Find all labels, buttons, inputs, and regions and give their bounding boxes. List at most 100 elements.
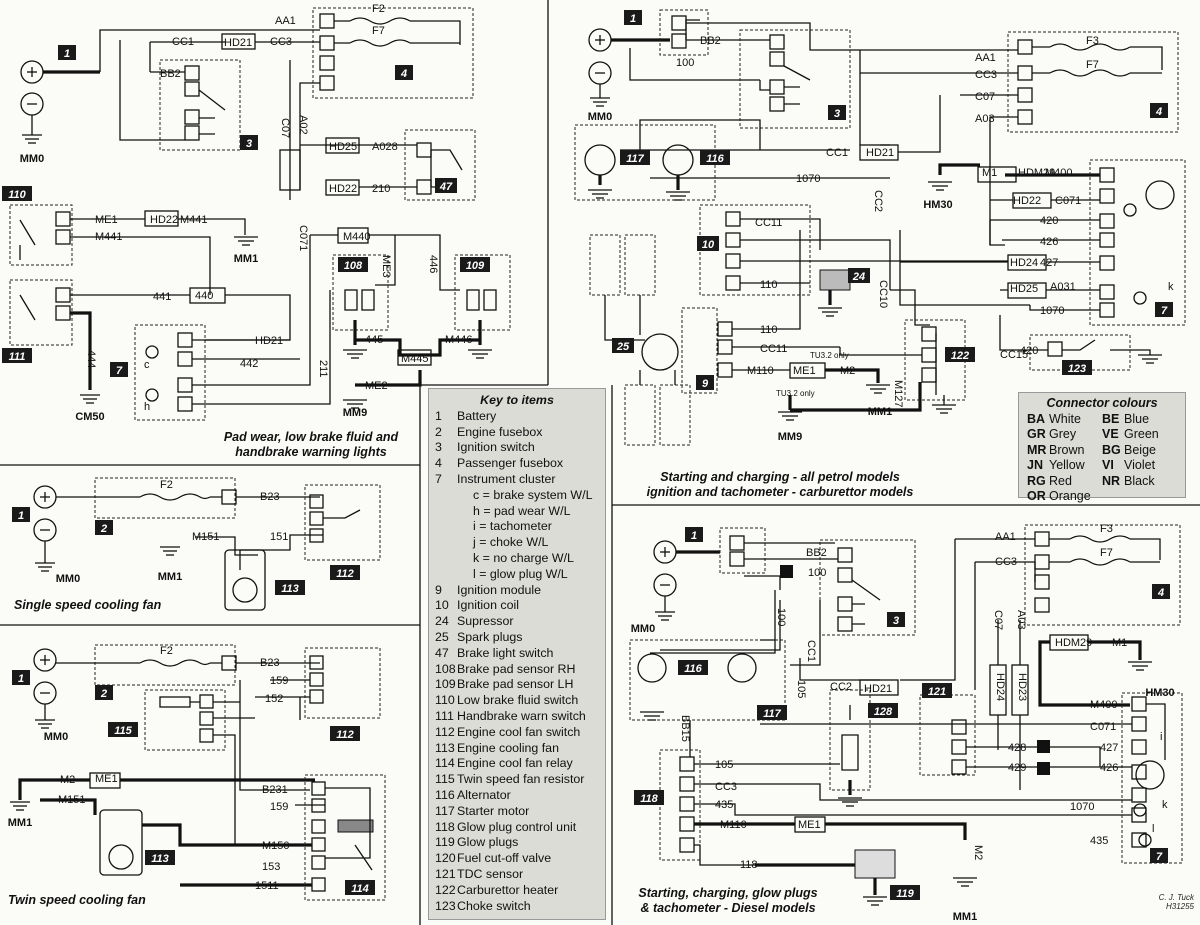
key-item: 121TDC sensor (435, 867, 599, 883)
wire-label: CC3 (715, 781, 737, 793)
wire-label: A03 (975, 113, 995, 125)
item-badge: 1 (18, 673, 24, 685)
warning-lamp-label: l (1152, 823, 1154, 835)
connector-pin (177, 332, 193, 348)
colour-name: Black (1124, 473, 1155, 488)
diesel-diagram (629, 524, 1183, 906)
connector-pin (55, 211, 71, 227)
wire-label: 1070 (1070, 801, 1094, 813)
item-badge: 108 (344, 260, 363, 272)
item-badge: 9 (702, 378, 709, 390)
wire-label: 159 (270, 675, 288, 687)
wire-label: B231 (262, 784, 288, 796)
item-badge-bg (435, 178, 457, 193)
wire-label: 445 (365, 334, 383, 346)
wire-label: ME1 (95, 214, 118, 226)
key-item-number: 122 (435, 882, 456, 897)
wire-label: M400 (1090, 699, 1118, 711)
item-badge-bg (634, 790, 664, 805)
item-badge: 4 (400, 68, 407, 80)
key-item-text: Alternator (457, 787, 511, 802)
wire-label: 1511 (255, 880, 279, 892)
key-item-number: 10 (435, 598, 449, 613)
fuse-label: F2 (160, 645, 173, 657)
connector-pin (184, 125, 200, 141)
wire-label: CC2 (872, 190, 884, 212)
colour-code: VE (1102, 427, 1119, 441)
colour-name: Violet (1124, 458, 1156, 472)
caption-line: Starting, charging, glow plugs (638, 886, 818, 900)
item-badge-bg (12, 670, 30, 685)
key-item: l = glow plug W/L (435, 567, 599, 583)
item-badge-bg (1150, 103, 1168, 118)
ground-label: MM1 (158, 571, 182, 583)
connector-pin (416, 142, 432, 158)
ground-symbol (234, 236, 258, 246)
key-item-number: 3 (435, 440, 442, 455)
item-badge: 1 (691, 530, 697, 542)
wire-label: M400 (1045, 167, 1073, 179)
warning-lamp (145, 388, 159, 402)
item-badge-bg (95, 520, 113, 535)
ground-label: MM0 (631, 623, 655, 635)
wire-label: HD23 (1016, 673, 1028, 701)
caption-twin-fan: Twin speed cooling fan (8, 893, 146, 907)
colour-name: Orange (1049, 489, 1091, 503)
colour-item (1102, 489, 1177, 505)
wire-label: 435 (1090, 835, 1108, 847)
wire-label: HD24 (994, 673, 1006, 701)
item-badge: 113 (281, 583, 299, 595)
item-badge: 25 (616, 341, 630, 353)
wire-label: ME1 (793, 365, 816, 377)
colour-code: BA (1027, 411, 1046, 426)
item-badge-bg (95, 685, 113, 700)
item-badge: 111 (9, 351, 26, 363)
ground-label: HM30 (1145, 687, 1174, 699)
key-item-number: 114 (435, 756, 455, 771)
wire-label: HD21 (255, 335, 283, 347)
item-badge: 1 (18, 510, 24, 522)
brake-pad-sensor-rh-outline (332, 254, 389, 331)
engine-fusebox-outline (94, 477, 236, 519)
wire-label: 105 (795, 680, 807, 698)
fuse-label: F3 (1086, 35, 1099, 47)
item-badge-bg (460, 257, 490, 272)
wire-label: M2 (840, 365, 855, 377)
fuse-label: F2 (160, 479, 173, 491)
colour-code: RG (1027, 473, 1046, 488)
key-item: j = choke W/L (435, 535, 599, 551)
handbrake-warning-switch-outline (9, 279, 73, 346)
ignition-switch-outline (159, 59, 241, 151)
ground-symbol (343, 399, 367, 409)
item-badge-bg (1062, 360, 1092, 375)
item-badge: 121 (928, 686, 946, 698)
colour-name: Brown (1049, 442, 1085, 457)
wire-label: C071 (1090, 721, 1116, 733)
wire-label: 440 (195, 290, 213, 302)
item-badge-bg (868, 703, 898, 718)
wire-label: 1070 (796, 173, 820, 185)
item-badge: 7 (116, 365, 123, 377)
item-badge-bg (58, 45, 76, 60)
wire-label: 427 (1040, 257, 1058, 269)
item-badge: 112 (336, 568, 354, 580)
item-badge: 47 (439, 181, 453, 193)
key-item: 109Brake pad sensor LH (435, 677, 599, 693)
ground-symbol (1138, 354, 1162, 364)
wire-label: 118 (740, 859, 758, 871)
key-item-number: 108 (435, 661, 456, 676)
ground-label: MM9 (778, 431, 802, 443)
caption-line: & tachometer - Diesel models (640, 901, 816, 915)
wire-label: CC1 (805, 640, 817, 662)
